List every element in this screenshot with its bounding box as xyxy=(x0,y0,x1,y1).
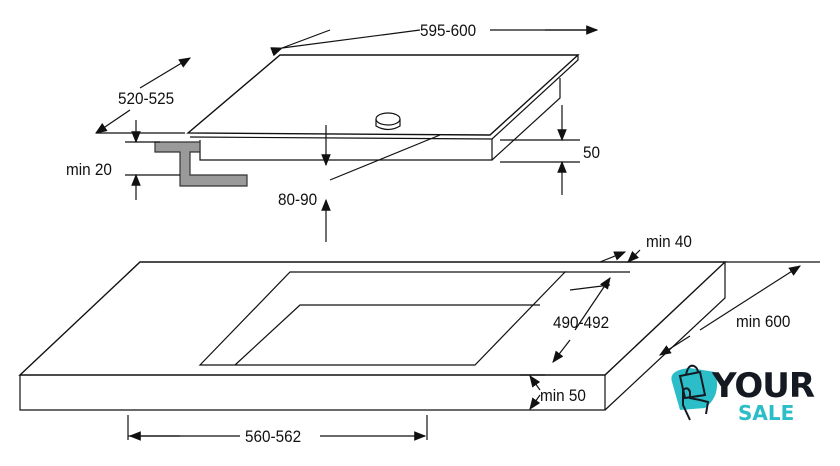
mounting-bracket xyxy=(154,141,248,187)
gas-inlet xyxy=(375,112,401,126)
dim-hob-depth: 520-525 xyxy=(118,89,175,108)
logo-text-sale: SALE xyxy=(738,401,795,425)
logo-text-your: YOUR xyxy=(712,366,815,406)
shopping-bag-hand-icon xyxy=(671,364,718,421)
dim-hob-width: 595-600 xyxy=(420,21,477,40)
dimension-lines xyxy=(95,25,599,242)
dim-cutout-width: 560-562 xyxy=(245,427,302,446)
hob xyxy=(186,54,580,161)
worktop xyxy=(18,261,727,411)
dim-min-edge: min 20 xyxy=(66,160,112,179)
dim-worktop-thickness: min 50 xyxy=(540,386,586,405)
dim-cutout-depth: 490-492 xyxy=(553,313,610,332)
worktop-dimension-lines xyxy=(127,249,820,441)
dim-under-clearance: 80-90 xyxy=(278,190,318,209)
dim-hob-height: 50 xyxy=(583,143,601,162)
dim-worktop-depth: min 600 xyxy=(736,312,791,331)
dim-min-back: min 40 xyxy=(646,232,692,251)
